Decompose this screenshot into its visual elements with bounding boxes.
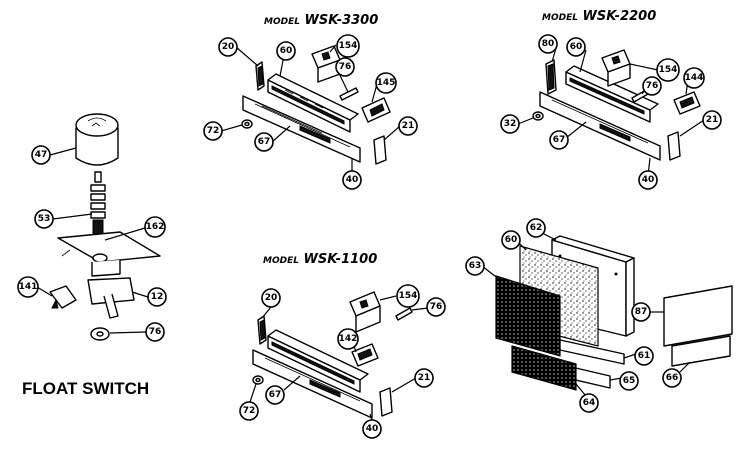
svg-text:60: 60: [280, 46, 293, 56]
svg-text:72: 72: [207, 126, 220, 136]
svg-text:21: 21: [706, 115, 719, 125]
svg-text:21: 21: [418, 373, 431, 383]
svg-text:80: 80: [542, 39, 555, 49]
callout-80-wsk2200: 80: [538, 34, 558, 54]
callout-64-filter: 64: [579, 393, 599, 413]
wsk3300-assembly: [241, 45, 391, 165]
callout-72-wsk1100: 72: [239, 401, 259, 421]
callout-154-wsk1100: 154: [396, 284, 420, 308]
svg-text:20: 20: [265, 293, 278, 303]
svg-text:12: 12: [151, 292, 164, 302]
callout-32-wsk2200: 32: [500, 114, 520, 134]
callout-12: 12: [147, 287, 167, 307]
svg-text:76: 76: [646, 81, 659, 91]
callout-67-wsk1100: 67: [265, 385, 285, 405]
callout-76-wsk3300: 76: [335, 57, 355, 77]
callout-63-filter: 63: [465, 256, 485, 276]
svg-text:141: 141: [19, 282, 38, 292]
callout-60-wsk3300: 60: [276, 41, 296, 61]
svg-text:72: 72: [243, 406, 256, 416]
callout-141: 141: [17, 276, 39, 298]
callout-66-filter: 66: [662, 368, 682, 388]
svg-text:162: 162: [146, 222, 165, 232]
svg-text:32: 32: [504, 119, 517, 129]
title-wsk3300: MODEL WSK-3300: [264, 13, 378, 28]
svg-text:87: 87: [635, 307, 648, 317]
svg-text:76: 76: [149, 327, 162, 337]
svg-text:67: 67: [258, 137, 271, 147]
callout-67-wsk2200: 67: [549, 130, 569, 150]
svg-text:60: 60: [570, 42, 583, 52]
callout-60-filter: 60: [501, 230, 521, 250]
svg-text:67: 67: [269, 390, 282, 400]
svg-text:20: 20: [222, 42, 235, 52]
svg-text:40: 40: [346, 175, 359, 185]
svg-text:21: 21: [402, 121, 415, 131]
title-float-switch: FLOAT SWITCH: [22, 379, 149, 398]
callout-21-wsk3300: 21: [398, 116, 418, 136]
callout-144-wsk2200: 144: [683, 67, 705, 89]
callout-154-wsk2200: 154: [656, 58, 680, 82]
callout-154-wsk3300: 154: [336, 34, 360, 58]
callout-76-wsk2200: 76: [642, 76, 662, 96]
callout-21-wsk1100: 21: [414, 368, 434, 388]
callout-76-wsk1100: 76: [426, 297, 446, 317]
filter-assembly: [495, 235, 733, 391]
callout-76-float: 76: [145, 322, 165, 342]
title-wsk1100: MODEL WSK-1100: [263, 252, 377, 267]
float-switch-assembly: [49, 113, 161, 341]
svg-text:144: 144: [685, 73, 704, 83]
wsk1100-assembly: [252, 291, 413, 419]
wsk2200-assembly: [532, 49, 701, 161]
callout-162: 162: [144, 216, 166, 238]
svg-text:53: 53: [38, 214, 51, 224]
callout-47: 47: [31, 145, 51, 165]
callout-60-wsk2200: 60: [566, 37, 586, 57]
callout-87-filter: 87: [631, 302, 651, 322]
callout-40-wsk2200: 40: [638, 170, 658, 190]
callout-65-filter: 65: [619, 371, 639, 391]
callout-61-filter: 61: [634, 346, 654, 366]
svg-text:145: 145: [377, 78, 396, 88]
svg-text:40: 40: [366, 424, 379, 434]
callout-40-wsk3300: 40: [342, 170, 362, 190]
svg-text:63: 63: [469, 261, 482, 271]
svg-text:64: 64: [583, 398, 596, 408]
callout-62-filter: 62: [526, 218, 546, 238]
svg-text:40: 40: [642, 175, 655, 185]
svg-text:76: 76: [339, 62, 352, 72]
callout-145-wsk3300: 145: [375, 72, 397, 94]
svg-text:154: 154: [399, 291, 418, 301]
svg-text:67: 67: [553, 135, 566, 145]
callout-21-wsk2200: 21: [702, 110, 722, 130]
svg-text:76: 76: [430, 302, 443, 312]
svg-text:47: 47: [35, 150, 48, 160]
svg-text:61: 61: [638, 351, 651, 361]
callout-20-wsk3300: 20: [218, 37, 238, 57]
svg-text:65: 65: [623, 376, 636, 386]
callout-53: 53: [34, 209, 54, 229]
title-wsk2200: MODEL WSK-2200: [542, 9, 656, 24]
svg-text:154: 154: [659, 65, 678, 75]
callout-72-wsk3300: 72: [203, 121, 223, 141]
svg-text:60: 60: [505, 235, 518, 245]
svg-text:66: 66: [666, 373, 679, 383]
callout-20-wsk1100: 20: [261, 288, 281, 308]
callout-67-wsk3300: 67: [254, 132, 274, 152]
callout-40-wsk1100: 40: [362, 419, 382, 439]
svg-text:62: 62: [530, 223, 543, 233]
svg-text:142: 142: [339, 334, 358, 344]
svg-text:154: 154: [339, 41, 358, 51]
callout-142-wsk1100: 142: [337, 328, 359, 350]
